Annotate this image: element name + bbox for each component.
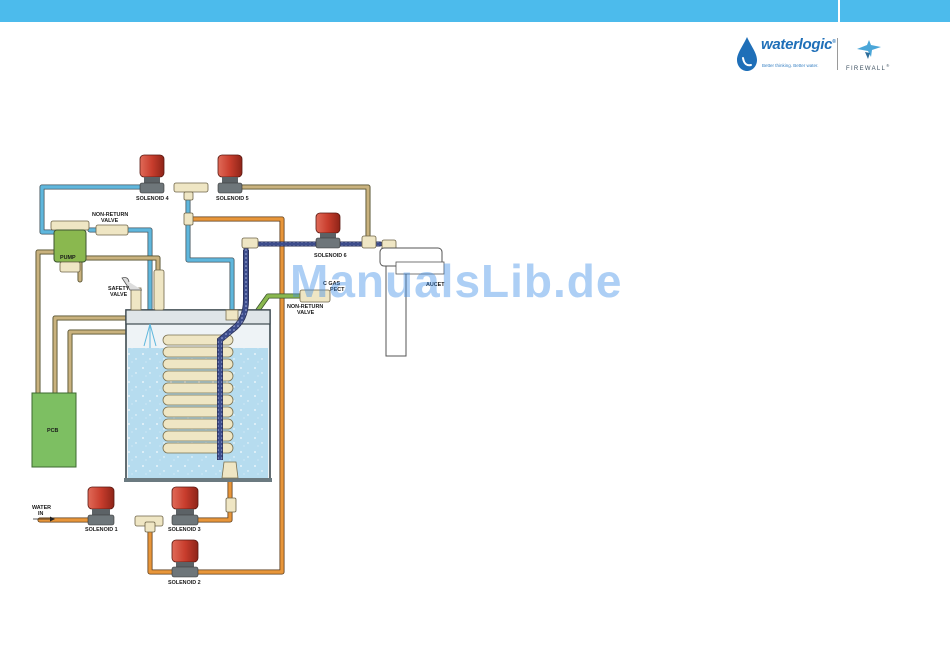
solenoid-1-label: SOLENOID 1 [85, 527, 118, 533]
watermark-text: ManualsLib.de [290, 254, 622, 308]
solenoid-6 [316, 213, 340, 248]
non-return-valve-mid-label-2: VALVE [297, 310, 315, 316]
solenoid-3-label: SOLENOID 3 [168, 527, 201, 533]
solenoid-4-label: SOLENOID 4 [136, 196, 169, 202]
pump-label: PUMP [60, 255, 76, 261]
water-in-label-2: IN [38, 511, 43, 517]
solenoid-2-label: SOLENOID 2 [168, 580, 201, 586]
non-return-valve-top-label-2: VALVE [101, 218, 119, 224]
pump [51, 221, 89, 272]
solenoid-5 [218, 155, 242, 193]
pcb-label: PCB [47, 428, 58, 434]
solenoid-2 [172, 540, 198, 577]
solenoid-4 [140, 155, 164, 193]
solenoid-3 [172, 487, 198, 525]
solenoid-1 [88, 487, 114, 525]
solenoid-5-label: SOLENOID 5 [216, 196, 249, 202]
safety-valve-label-2: VALVE [110, 292, 128, 298]
